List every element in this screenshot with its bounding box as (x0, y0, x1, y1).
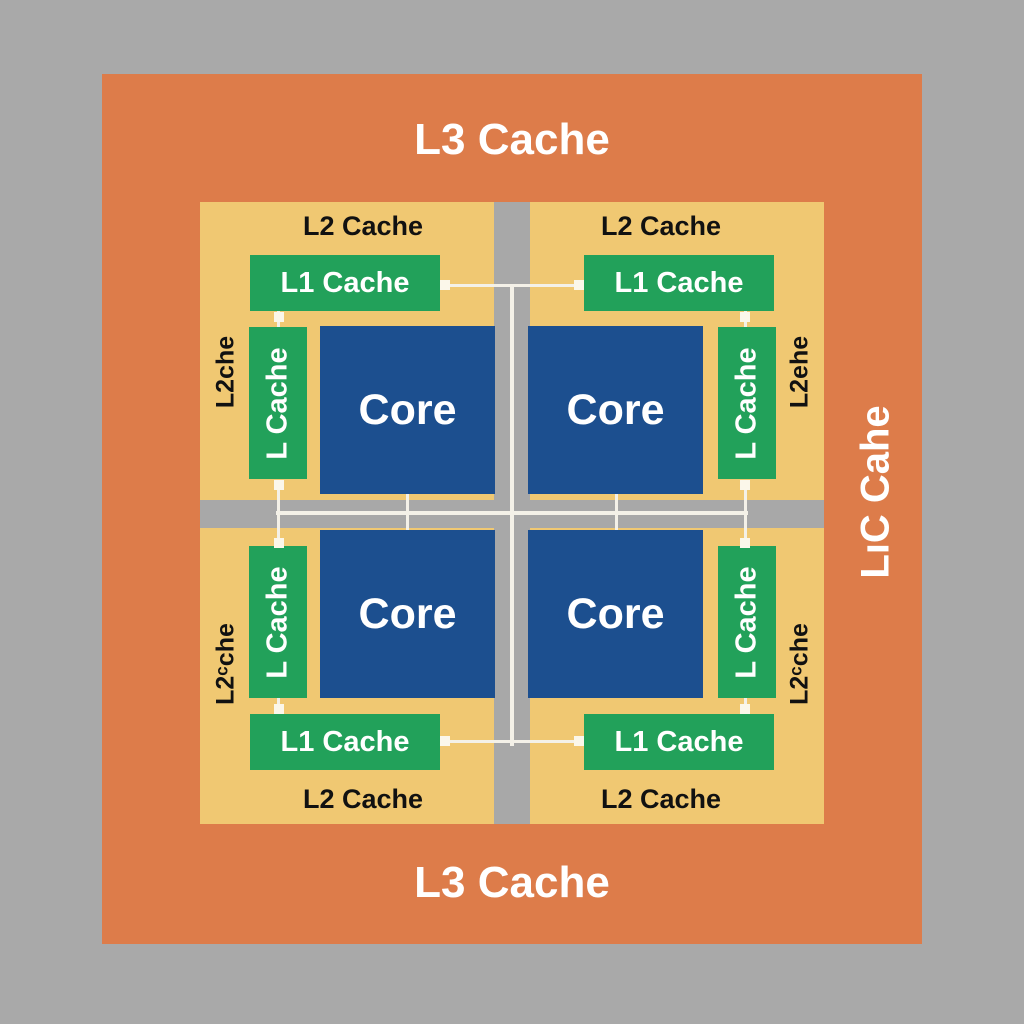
l1-cache-bottom-left: L1 Cache (250, 714, 440, 770)
connector-dot (574, 736, 584, 746)
interconnect-bottom (440, 740, 582, 743)
l3-cache-label-bottom: L3 Cache (414, 858, 610, 907)
link-right (744, 480, 747, 548)
connector-dot (274, 312, 284, 322)
l1-cache-bottom-right: L1 Cache (584, 714, 774, 770)
l3-cache-side-label: LıC Cahe (853, 405, 898, 579)
l1-cache-vertical-top-right: L Cache (718, 327, 776, 479)
interconnect-vertical (510, 286, 514, 746)
connector-dot (274, 704, 284, 714)
connector-dot (274, 480, 284, 490)
l3-cache-label-top: L3 Cache (414, 115, 610, 164)
l1-cache-top-left: L1 Cache (250, 255, 440, 311)
link-core-left (406, 494, 409, 530)
l2-side-label-top-left: L2che (211, 335, 240, 409)
l1-cache-vertical-top-left: L Cache (249, 327, 307, 479)
core-bottom-left: Core (320, 530, 495, 698)
connector-dot (740, 480, 750, 490)
l1-cache-vertical-bottom-right: L Cache (718, 546, 776, 698)
connector-dot (440, 736, 450, 746)
l2-side-label-bottom-left: L2ᶜche (211, 623, 240, 705)
l1-cache-top-right: L1 Cache (584, 255, 774, 311)
connector-dot (740, 704, 750, 714)
link-left (277, 480, 280, 548)
connector-dot (740, 312, 750, 322)
connector-dot (574, 280, 584, 290)
core-top-left: Core (320, 326, 495, 494)
interconnect-horizontal (276, 511, 748, 515)
core-bottom-right: Core (528, 530, 703, 698)
l1-vertical-label: L Cache (730, 346, 763, 460)
l2-label-top-left: L2 Cache (302, 211, 424, 241)
l2-label-bottom-left: L2 Cache (302, 784, 424, 814)
l1-cache-vertical-bottom-left: L Cache (249, 546, 307, 698)
l1-vertical-label: L Cache (730, 565, 763, 679)
l2-label-bottom-right: L2 Cache (600, 784, 722, 814)
link-core-right (615, 494, 618, 530)
l2-label-top-right: L2 Cache (600, 211, 722, 241)
core-top-right: Core (528, 326, 703, 494)
l1-vertical-label: L Cache (261, 346, 294, 460)
connector-dot (274, 538, 284, 548)
l1-vertical-label: L Cache (261, 565, 294, 679)
interconnect-top (440, 284, 582, 287)
connector-dot (740, 538, 750, 548)
l2-side-label-bottom-right: L2ᶜche (785, 623, 814, 705)
l2-side-label-top-right: L2ehe (785, 335, 814, 409)
connector-dot (440, 280, 450, 290)
